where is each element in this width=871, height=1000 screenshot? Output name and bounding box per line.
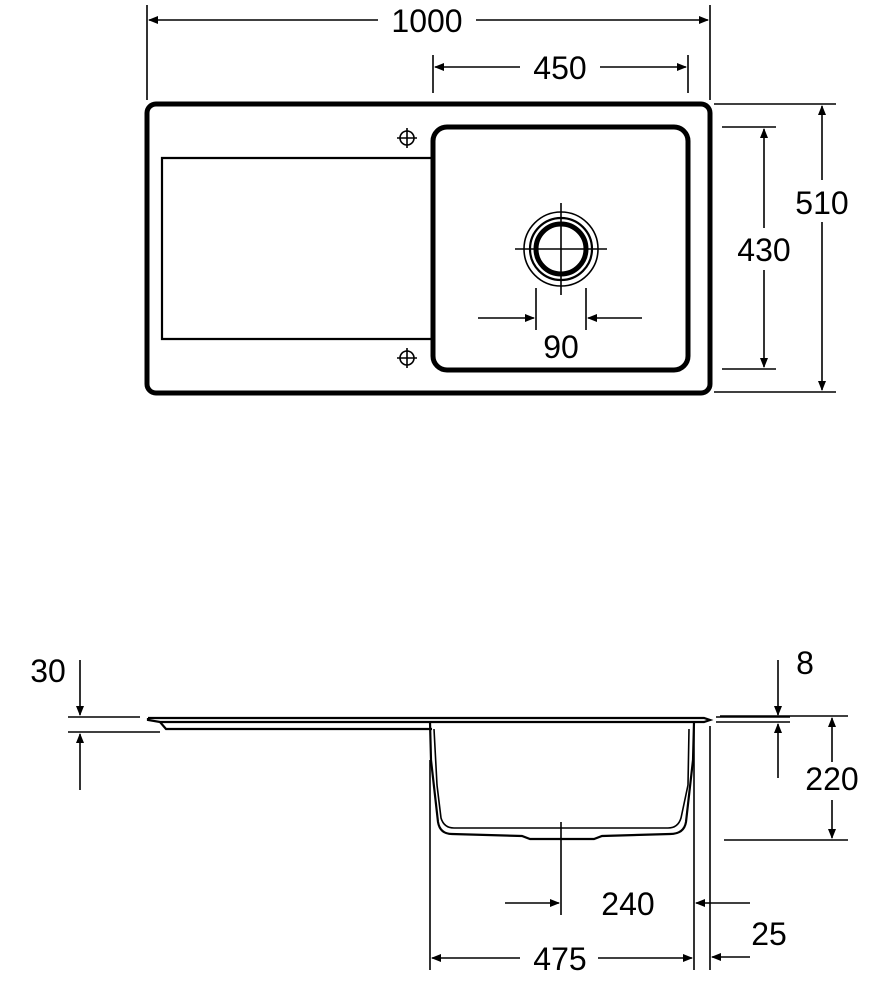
bowl-outline (430, 124, 691, 373)
rim-outline (146, 716, 714, 724)
tap-hole-marker-top (397, 128, 417, 148)
dimension-label-25: 25 (751, 916, 787, 952)
sink-outline (144, 101, 713, 396)
dimension-drain-offset: 240 (505, 722, 750, 970)
dimension-label-450: 450 (533, 50, 586, 86)
bowl-inner-profile (433, 728, 690, 829)
dimension-rim-offset: 30 (30, 653, 160, 790)
dimension-label-430: 430 (737, 232, 790, 268)
dimension-edge-offset: 25 (709, 726, 787, 970)
dimension-bowl-length: 475 (429, 760, 693, 977)
dimension-label-8: 8 (796, 645, 814, 681)
dimension-bowl-width: 450 (432, 50, 689, 93)
dimension-label-220: 220 (805, 761, 858, 797)
dimension-label-30: 30 (30, 653, 66, 689)
dimension-drain-diameter: 90 (478, 288, 642, 365)
side-view: 30 8 220 240 2 (30, 645, 858, 977)
top-view: 1000 450 510 430 (144, 3, 849, 396)
tap-hole-marker-bottom (397, 348, 417, 368)
dimension-label-240: 240 (601, 886, 654, 922)
dimension-bowl-depth: 430 (722, 126, 791, 370)
dimension-overall-depth: 510 (714, 103, 849, 393)
drainboard-underside (159, 721, 432, 731)
dimension-label-510: 510 (795, 185, 848, 221)
dimension-label-475: 475 (533, 941, 586, 977)
bowl-outer-profile (428, 721, 696, 841)
dimension-bowl-height: 220 (720, 715, 859, 841)
dimension-label-90: 90 (543, 329, 579, 365)
dimension-rim-thickness: 8 (716, 645, 814, 778)
drainboard-outline (160, 156, 432, 341)
dimension-overall-width: 1000 (146, 3, 711, 100)
drain-hole (515, 203, 607, 295)
dimension-label-1000: 1000 (391, 3, 462, 39)
